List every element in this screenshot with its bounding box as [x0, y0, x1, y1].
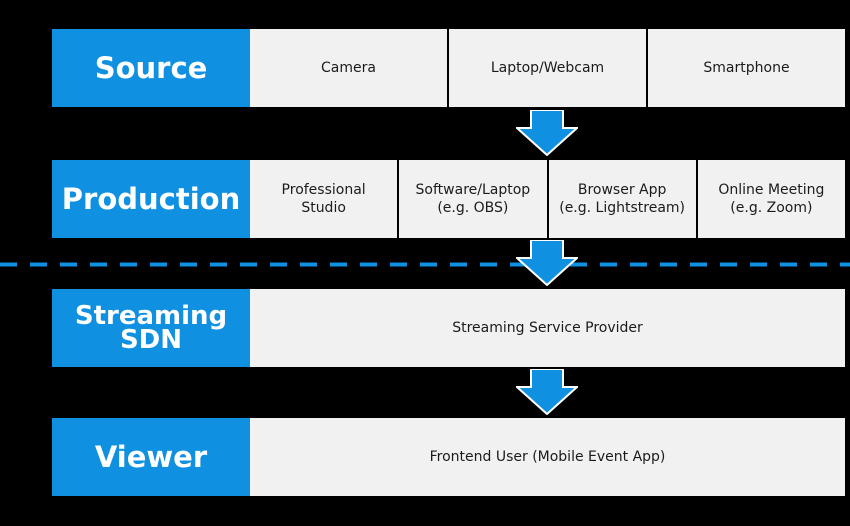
viewer-cells: Frontend User (Mobile Event App)	[250, 418, 845, 496]
production-cells: Professional Studio Software/Laptop (e.g…	[250, 160, 845, 238]
source-smartphone-cell: Smartphone	[648, 29, 845, 107]
flow-arrow-down-icon	[516, 110, 578, 156]
production-professional-studio-cell: Professional Studio	[250, 160, 398, 238]
flow-arrow-down-icon	[516, 240, 578, 286]
viewer-frontend-user-cell: Frontend User (Mobile Event App)	[250, 418, 845, 496]
row-source: Source Camera Laptop/Webcam Smartphone	[52, 29, 845, 107]
production-software-laptop-cell: Software/Laptop (e.g. OBS)	[399, 160, 547, 238]
source-label: Source	[52, 29, 250, 107]
streaming-cells: Streaming Service Provider	[250, 289, 845, 367]
row-viewer: Viewer Frontend User (Mobile Event App)	[52, 418, 845, 496]
viewer-label: Viewer	[52, 418, 250, 496]
production-label: Production	[52, 160, 250, 238]
row-streaming-sdn: Streaming SDN Streaming Service Provider	[52, 289, 845, 367]
flow-arrow-down-icon	[516, 369, 578, 415]
streaming-sdn-label: Streaming SDN	[52, 289, 250, 367]
production-online-meeting-cell: Online Meeting (e.g. Zoom)	[697, 160, 845, 238]
streaming-service-provider-cell: Streaming Service Provider	[250, 289, 845, 367]
source-cells: Camera Laptop/Webcam Smartphone	[250, 29, 845, 107]
source-camera-cell: Camera	[250, 29, 447, 107]
row-production: Production Professional Studio Software/…	[52, 160, 845, 238]
source-laptop-webcam-cell: Laptop/Webcam	[449, 29, 646, 107]
production-browser-app-cell: Browser App (e.g. Lightstream)	[548, 160, 696, 238]
dashed-separator-line	[0, 262, 850, 267]
